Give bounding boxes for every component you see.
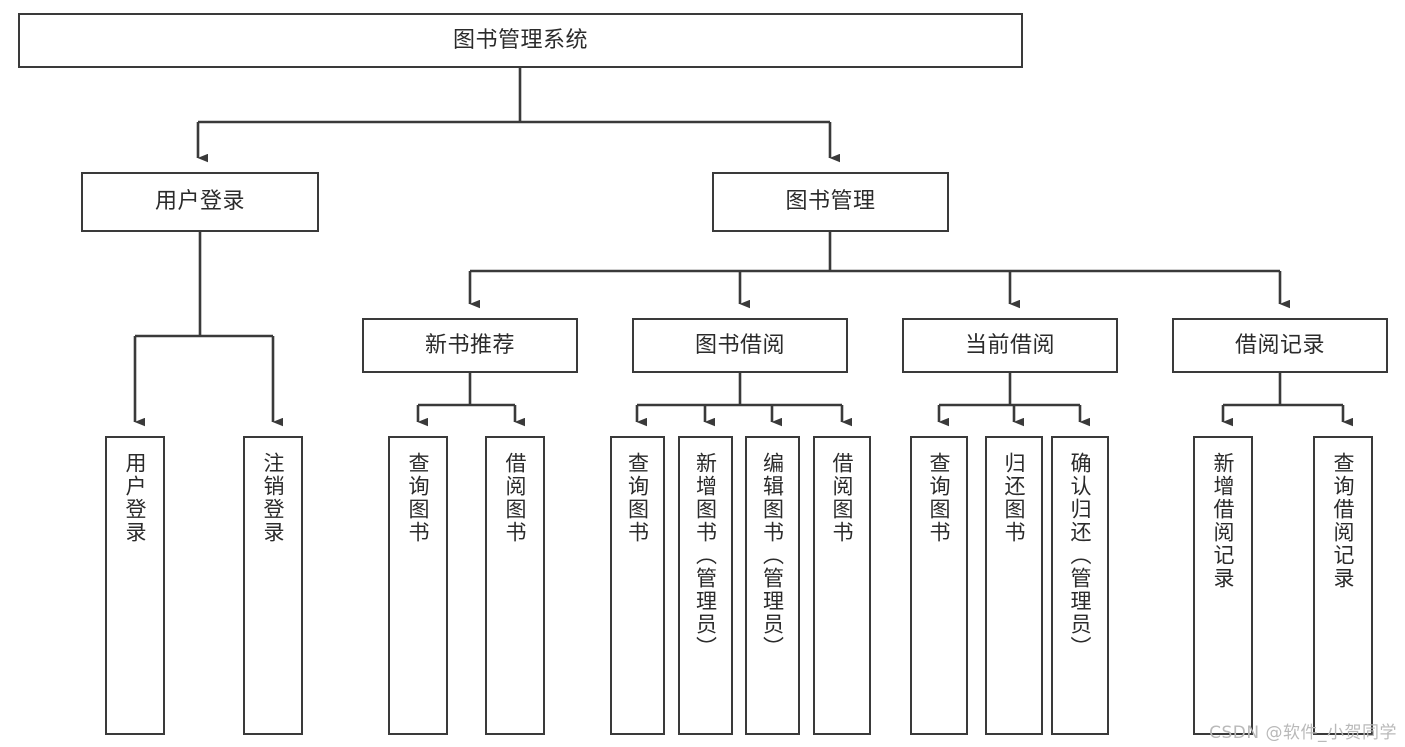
node-leaf-borrow-book-rec[interactable]: 借阅图书 xyxy=(485,436,545,735)
node-book-manage-label: 图书管理 xyxy=(785,189,876,215)
node-root[interactable]: 图书管理系统 xyxy=(18,13,1023,68)
node-root-label: 图书管理系统 xyxy=(452,27,588,53)
edges-book-manage-to-level2 xyxy=(468,232,1290,309)
node-leaf-edit-book-label: 编辑图书（管理员） xyxy=(760,452,785,659)
node-current-borrow[interactable]: 当前借阅 xyxy=(902,318,1118,373)
node-new-book-rec-label: 新书推荐 xyxy=(424,332,515,358)
edges-user-login-to-leaves xyxy=(133,232,283,427)
node-leaf-borrow-book[interactable]: 借阅图书 xyxy=(813,436,871,735)
edges-root-to-level1 xyxy=(196,68,840,163)
node-leaf-logout-label: 注销登录 xyxy=(261,452,286,544)
node-book-borrow-label: 图书借阅 xyxy=(694,332,785,358)
csdn-watermark: CSDN @软件_小贺同学 xyxy=(1209,723,1397,743)
node-leaf-borrow-book-rec-label: 借阅图书 xyxy=(503,452,528,544)
node-leaf-query-book-rec-label: 查询图书 xyxy=(406,452,431,544)
node-leaf-confirm-return-label: 确认归还（管理员） xyxy=(1068,452,1093,659)
node-book-borrow[interactable]: 图书借阅 xyxy=(632,318,848,373)
edges-new-book-rec-to-leaves xyxy=(416,373,525,427)
node-borrow-record-label: 借阅记录 xyxy=(1234,332,1325,358)
node-leaf-borrow-book-label: 借阅图书 xyxy=(830,452,855,544)
node-borrow-record[interactable]: 借阅记录 xyxy=(1172,318,1388,373)
node-leaf-add-record-label: 新增借阅记录 xyxy=(1211,452,1236,590)
node-leaf-query-record-label: 查询借阅记录 xyxy=(1331,452,1356,590)
node-leaf-return-book[interactable]: 归还图书 xyxy=(985,436,1043,735)
node-leaf-return-book-label: 归还图书 xyxy=(1002,452,1027,544)
node-leaf-user-login[interactable]: 用户登录 xyxy=(105,436,165,735)
edges-current-borrow-to-leaves xyxy=(937,373,1090,427)
node-leaf-add-book[interactable]: 新增图书（管理员） xyxy=(678,436,733,735)
edges-book-borrow-to-leaves xyxy=(635,373,852,427)
node-current-borrow-label: 当前借阅 xyxy=(964,332,1055,358)
node-leaf-query-book-borrow[interactable]: 查询图书 xyxy=(610,436,665,735)
edges-borrow-record-to-leaves xyxy=(1221,373,1353,427)
node-leaf-confirm-return[interactable]: 确认归还（管理员） xyxy=(1051,436,1109,735)
node-user-login[interactable]: 用户登录 xyxy=(81,172,319,232)
node-leaf-add-record[interactable]: 新增借阅记录 xyxy=(1193,436,1253,735)
node-leaf-edit-book[interactable]: 编辑图书（管理员） xyxy=(745,436,800,735)
node-leaf-query-book-rec[interactable]: 查询图书 xyxy=(388,436,448,735)
node-new-book-rec[interactable]: 新书推荐 xyxy=(362,318,578,373)
node-leaf-logout[interactable]: 注销登录 xyxy=(243,436,303,735)
node-leaf-query-book-current[interactable]: 查询图书 xyxy=(910,436,968,735)
node-leaf-query-book-borrow-label: 查询图书 xyxy=(625,452,650,544)
node-user-login-label: 用户登录 xyxy=(154,189,245,215)
node-leaf-query-book-current-label: 查询图书 xyxy=(927,452,952,544)
node-book-manage[interactable]: 图书管理 xyxy=(712,172,949,232)
node-leaf-query-record[interactable]: 查询借阅记录 xyxy=(1313,436,1373,735)
node-leaf-user-login-label: 用户登录 xyxy=(123,452,148,544)
node-leaf-add-book-label: 新增图书（管理员） xyxy=(693,452,718,659)
